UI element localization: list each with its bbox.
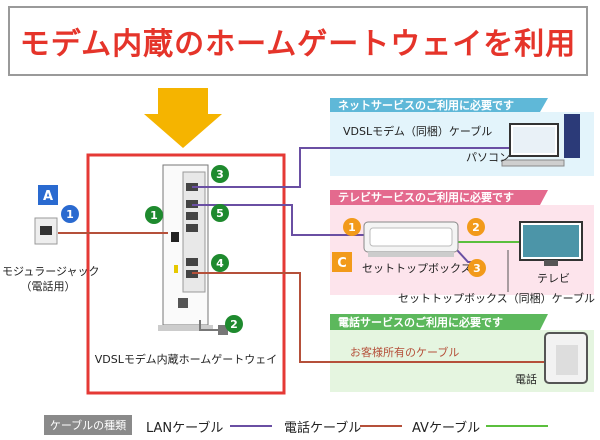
svg-text:1: 1 [66, 208, 74, 221]
marker-gw-3: 3 [211, 165, 229, 183]
phone-panel-label: 電話サービスのご利用に必要です [338, 315, 503, 329]
jack-label: モジュラージャック [2, 265, 99, 278]
down-arrow-icon [144, 88, 222, 148]
svg-text:3: 3 [473, 262, 481, 275]
pc-icon [501, 114, 580, 167]
pc-label: パソコン [466, 151, 510, 164]
stb-label: セットトップボックス [362, 262, 472, 275]
svg-text:3: 3 [216, 168, 224, 181]
svg-text:1: 1 [348, 221, 356, 234]
marker-jack-1: 1 [61, 205, 79, 223]
svg-text:5: 5 [216, 207, 224, 220]
marker-stb-2: 2 [467, 218, 485, 236]
svg-text:C: C [337, 256, 347, 271]
pc-lan-cable [192, 147, 510, 188]
marker-gw-2: 2 [225, 315, 243, 333]
legend-av-label: AVケーブル [412, 421, 481, 436]
phone-tel-cable [192, 272, 545, 363]
svg-text:2: 2 [230, 318, 238, 331]
marker-gw-1: 1 [145, 206, 163, 224]
stb-cable-label: セットトップボックス（同梱）ケーブル [398, 291, 595, 305]
modular-jack-icon [34, 217, 58, 245]
gateway-label: VDSLモデム内蔵ホームゲートウェイ [95, 352, 278, 366]
legend-heading: ケーブルの種類 [44, 415, 132, 435]
net-panel-label: ネットサービスのご利用に必要です [338, 98, 514, 112]
tv-panel-label: テレビサービスのご利用に必要です [338, 190, 514, 204]
svg-text:A: A [43, 189, 53, 204]
marker-gw-4: 4 [211, 254, 229, 272]
marker-c: C [332, 252, 352, 272]
marker-gw-5: 5 [211, 204, 229, 222]
stb-icon [363, 221, 459, 257]
marker-a: A [38, 185, 58, 205]
gateway-device [158, 164, 213, 331]
legend-lan-label: LANケーブル [146, 421, 224, 436]
title-banner: モデム内蔵のホームゲートウェイを利用 [8, 6, 588, 76]
marker-stb-3: 3 [468, 259, 486, 277]
page-title: モデム内蔵のホームゲートウェイを利用 [19, 27, 577, 62]
tv-label: テレビ [537, 272, 570, 285]
phone-icon [544, 332, 588, 384]
vdsl-cable-label: VDSLモデム（同梱）ケーブル [343, 124, 492, 138]
stb-lan-cable [192, 204, 365, 236]
legend-tel-label: 電話ケーブル [284, 421, 362, 436]
marker-stb-1: 1 [343, 218, 361, 236]
phone-label: 電話 [515, 372, 537, 386]
svg-text:1: 1 [150, 209, 158, 222]
svg-text:2: 2 [472, 221, 480, 234]
svg-text:4: 4 [216, 257, 224, 270]
own-cable-label: お客様所有のケーブル [350, 345, 459, 359]
plug-icon [199, 320, 228, 335]
tv-icon [519, 221, 583, 266]
jack-sub-label: （電話用） [21, 279, 76, 293]
